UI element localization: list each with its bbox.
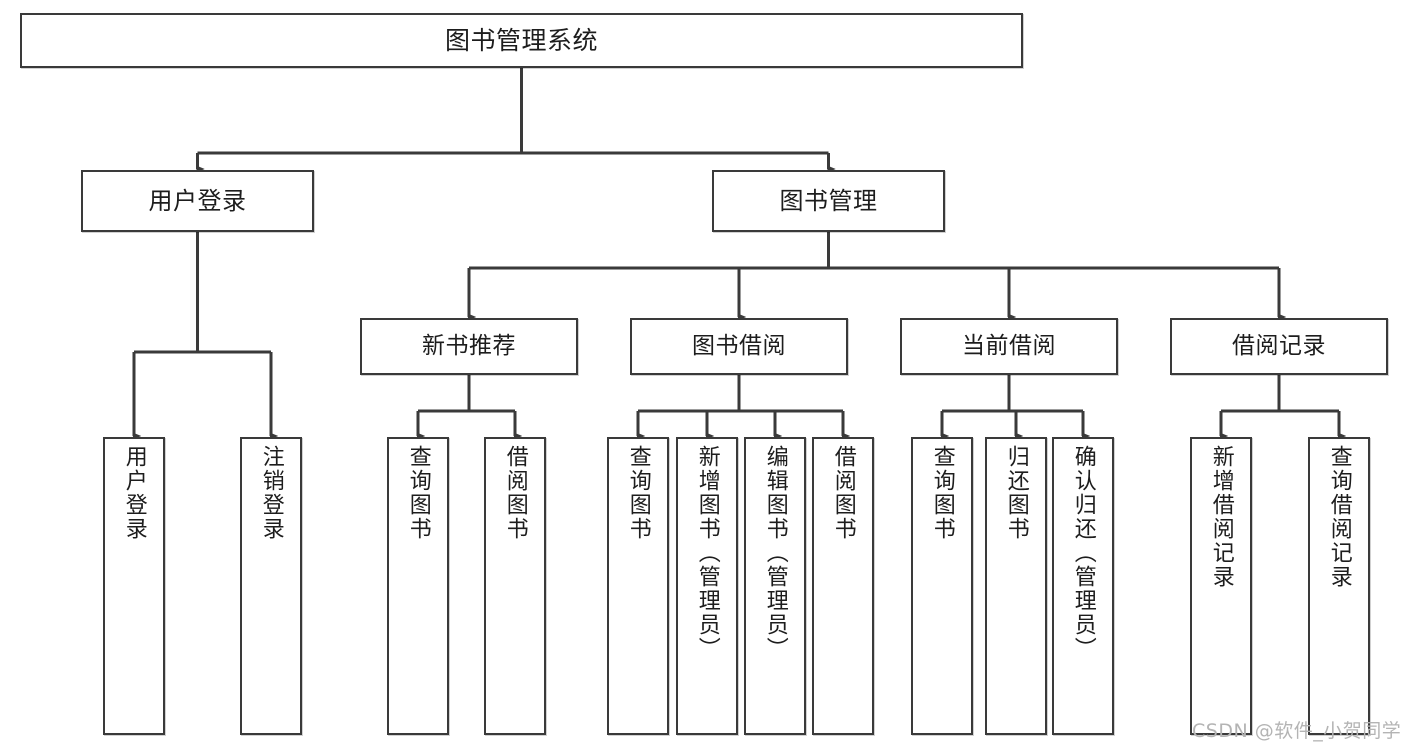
node-leaf-confirm-return-label: 确认归还（管理员） — [1070, 445, 1096, 661]
node-leaf-query-book-c[interactable]: 查询图书 — [911, 437, 973, 735]
node-book-manage-label: 图书管理 — [779, 186, 878, 215]
node-leaf-edit-book-label: 编辑图书（管理员） — [762, 445, 788, 661]
node-leaf-add-record[interactable]: 新增借阅记录 — [1190, 437, 1252, 735]
node-leaf-edit-book[interactable]: 编辑图书（管理员） — [744, 437, 806, 735]
node-current-borrow[interactable]: 当前借阅 — [900, 318, 1118, 375]
node-leaf-query-book-b-label: 查询图书 — [625, 445, 651, 541]
node-current-borrow-label: 当前借阅 — [962, 332, 1056, 359]
watermark-text: CSDN @软件_小贺同学 — [1192, 720, 1402, 742]
node-book-borrow-label: 图书借阅 — [692, 332, 786, 359]
node-leaf-query-book-rec[interactable]: 查询图书 — [387, 437, 449, 735]
node-root[interactable]: 图书管理系统 — [20, 13, 1023, 68]
node-root-label: 图书管理系统 — [444, 25, 598, 55]
node-leaf-add-book[interactable]: 新增图书（管理员） — [676, 437, 738, 735]
node-leaf-query-book-rec-label: 查询图书 — [405, 445, 431, 541]
node-leaf-user-logout-label: 注销登录 — [258, 445, 284, 541]
node-leaf-add-record-label: 新增借阅记录 — [1208, 445, 1234, 589]
node-leaf-borrow-book-b-label: 借阅图书 — [830, 445, 856, 541]
node-borrow-record-label: 借阅记录 — [1232, 332, 1326, 359]
node-leaf-borrow-book-b[interactable]: 借阅图书 — [812, 437, 874, 735]
node-leaf-query-book-c-label: 查询图书 — [929, 445, 955, 541]
node-leaf-return-book[interactable]: 归还图书 — [985, 437, 1047, 735]
node-leaf-user-login-label: 用户登录 — [121, 445, 147, 541]
node-leaf-query-record[interactable]: 查询借阅记录 — [1308, 437, 1370, 735]
node-leaf-query-book-b[interactable]: 查询图书 — [607, 437, 669, 735]
node-leaf-borrow-book-rec[interactable]: 借阅图书 — [484, 437, 546, 735]
node-new-book-rec[interactable]: 新书推荐 — [360, 318, 578, 375]
node-leaf-query-record-label: 查询借阅记录 — [1326, 445, 1352, 589]
node-leaf-user-login[interactable]: 用户登录 — [103, 437, 165, 735]
node-borrow-record[interactable]: 借阅记录 — [1170, 318, 1388, 375]
node-new-book-rec-label: 新书推荐 — [422, 332, 516, 359]
node-leaf-borrow-book-rec-label: 借阅图书 — [502, 445, 528, 541]
node-leaf-return-book-label: 归还图书 — [1003, 445, 1029, 541]
node-book-borrow[interactable]: 图书借阅 — [630, 318, 848, 375]
node-user-login[interactable]: 用户登录 — [81, 170, 314, 232]
node-leaf-add-book-label: 新增图书（管理员） — [694, 445, 720, 661]
node-user-login-label: 用户登录 — [148, 186, 247, 215]
node-leaf-user-logout[interactable]: 注销登录 — [240, 437, 302, 735]
node-leaf-confirm-return[interactable]: 确认归还（管理员） — [1052, 437, 1114, 735]
node-book-manage[interactable]: 图书管理 — [712, 170, 945, 232]
